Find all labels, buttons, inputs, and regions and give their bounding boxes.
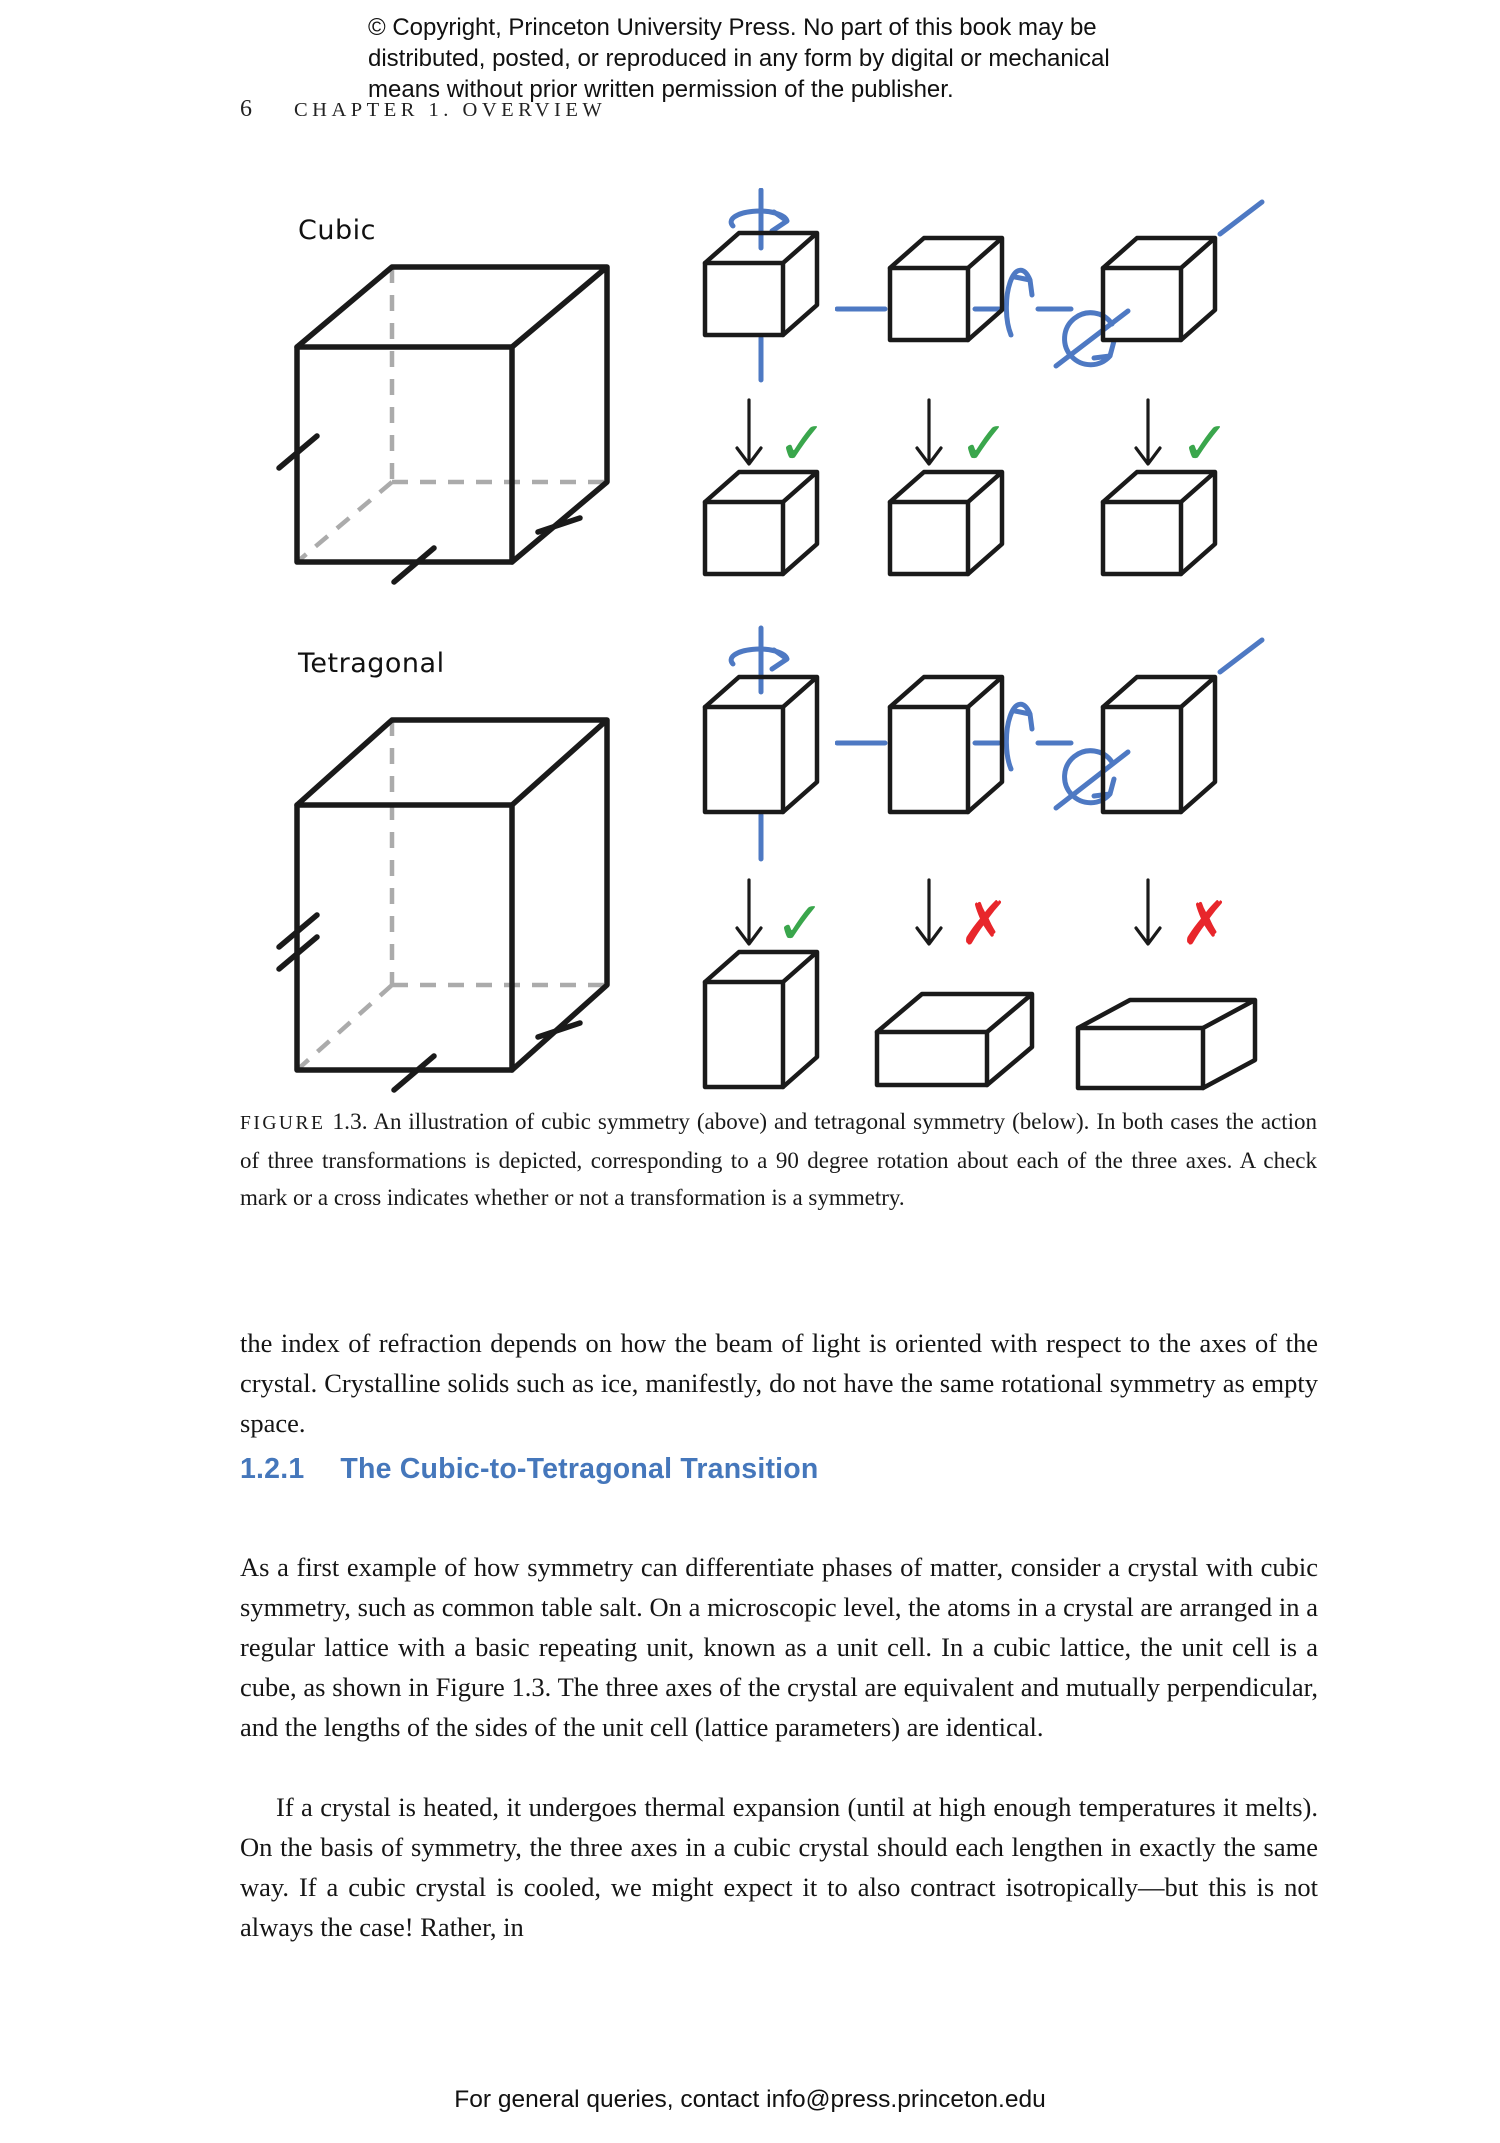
check-icon: ✓ [777,409,827,479]
rotation-arrow-icon [1062,310,1117,368]
copyright-line: distributed, posted, or reproduced in an… [368,45,1110,72]
copyright-notice: © Copyright, Princeton University Press.… [368,12,1110,105]
body-paragraph: As a first example of how symmetry can d… [240,1551,1318,1742]
body-paragraph: the index of refraction depends on how t… [240,1327,1318,1438]
result-cube [1100,469,1218,577]
edge-tick [535,515,583,535]
down-arrow-icon [915,878,943,946]
small-tall-box [1100,674,1218,815]
small-tall-box [887,674,1005,815]
copyright-line: means without prior written permission o… [368,76,954,103]
figure-caption-text: An illustration of cubic symmetry (above… [240,1109,1318,1210]
body-paragraph: If a crystal is heated, it undergoes the… [240,1791,1318,1942]
running-head: 6 CHAPTER 1. OVERVIEW [240,96,606,123]
check-icon: ✓ [959,409,1009,479]
check-icon: ✓ [775,889,825,959]
figure-caption-label: FIGURE [240,1113,326,1134]
page-number: 6 [240,96,252,122]
rotation-axis-diagonal-icon [1053,199,1265,369]
edge-double-tick [276,912,320,972]
rotation-arrow-icon [1062,748,1117,806]
small-cube [887,235,1005,343]
tetragonal-transformation-horizontal-axis: ✗ [835,674,1074,1088]
tetragonal-unit-cell-drawing [276,717,610,1093]
edge-tick [391,545,437,585]
rotation-arrow-icon [1003,267,1035,338]
check-icon: ✓ [1180,409,1230,479]
cubic-transformation-diagonal-axis: ✓ [1053,199,1265,577]
down-arrow-icon [735,878,763,946]
down-arrow-icon [915,398,943,466]
cubic-label: Cubic [298,215,376,246]
copyright-line: © Copyright, Princeton University Press.… [368,14,1097,41]
result-cube [887,469,1005,577]
cross-icon: ✗ [959,889,1009,959]
rotation-arrow-icon [728,646,790,672]
cubic-transformation-vertical-axis: ✓ [702,188,827,577]
chapter-title: CHAPTER 1. OVERVIEW [294,99,607,121]
section-title: The Cubic-to-Tetragonal Transition [340,1453,819,1485]
result-flat-box [1075,997,1258,1091]
section-number: 1.2.1 [240,1453,305,1485]
cubic-unit-cell-drawing [276,264,610,585]
small-cube [702,230,820,338]
rotation-arrow-icon [728,208,790,234]
rotation-arrow-icon [1003,701,1035,772]
small-cube [1100,235,1218,343]
result-cube [702,469,820,577]
edge-tick [535,1020,583,1040]
cross-icon: ✗ [1180,889,1230,959]
down-arrow-icon [735,398,763,466]
tetragonal-label: Tetragonal [298,648,445,679]
result-lying-box [874,991,1035,1088]
edge-tick [276,433,320,471]
tetragonal-transformation-vertical-axis: ✓ [702,625,825,1090]
cubic-transformation-horizontal-axis: ✓ [835,235,1074,577]
figure-caption-number: 1.3. [332,1109,368,1135]
rotation-axis-diagonal-icon [1053,637,1265,811]
small-tall-box [702,674,820,815]
down-arrow-icon [1134,878,1162,946]
edge-tick [391,1053,437,1093]
tetragonal-transformation-diagonal-axis: ✗ [1053,637,1265,1091]
section-heading: 1.2.1 The Cubic-to-Tetragonal Transition [240,1453,819,1486]
down-arrow-icon [1134,398,1162,466]
footer-contact: For general queries, contact info@press.… [454,2086,1046,2113]
result-tall-box [702,949,820,1090]
figure-caption: FIGURE 1.3. An illustration of cubic sym… [240,1103,1317,1216]
